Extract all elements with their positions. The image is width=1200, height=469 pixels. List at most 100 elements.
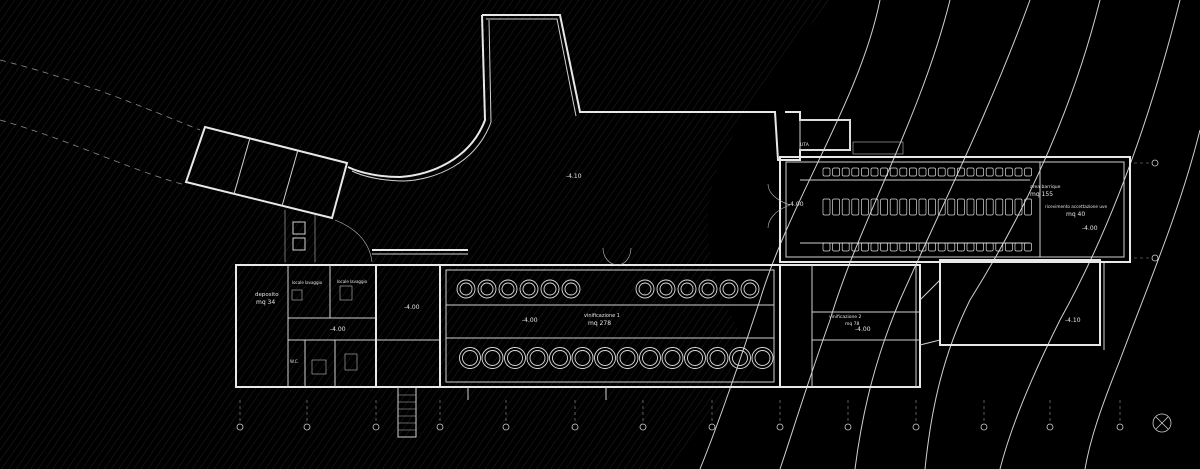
barrique-barrel — [870, 167, 879, 177]
room-uta: UTA — [800, 142, 810, 148]
barrique-barrel — [851, 242, 860, 252]
barrique-barrel — [832, 242, 840, 252]
barrique-barrel — [1014, 167, 1023, 177]
barrique-barrel — [966, 167, 975, 177]
level-vinif1: -4.00 — [522, 317, 538, 324]
room-wash1: locale lavaggio — [292, 280, 323, 285]
room-barrique-name: area barrique — [1030, 184, 1061, 190]
barrique-barrel — [851, 198, 860, 216]
room-vinif1-area: mq 278 — [588, 320, 611, 327]
vinification-2-block — [779, 264, 941, 388]
barrique-barrel — [985, 167, 994, 177]
tank — [526, 347, 549, 369]
barrique-barrel — [909, 167, 917, 177]
barrique-barrel — [947, 198, 956, 216]
level-lounge: -4.00 — [1082, 225, 1098, 232]
barrique-barrel — [899, 198, 908, 216]
barrique-barrel — [995, 167, 1004, 177]
grid-marker — [912, 400, 920, 431]
barrique-barrel — [947, 167, 956, 177]
barrique-barrel — [947, 242, 956, 252]
barrique-barrel — [880, 167, 888, 177]
tank — [706, 347, 729, 369]
barrique-barrel — [937, 242, 946, 252]
tank — [729, 347, 751, 369]
barrique-barrel — [957, 167, 965, 177]
barrique-barrel — [928, 167, 936, 177]
tank — [571, 347, 594, 369]
tank — [481, 347, 504, 369]
barrique-barrel — [1024, 198, 1032, 216]
barrique-barrel — [861, 167, 869, 177]
tank — [594, 347, 616, 369]
tank — [477, 279, 497, 299]
barrique-barrel — [985, 198, 994, 216]
tank — [639, 347, 661, 369]
tank — [540, 279, 560, 299]
tank — [656, 279, 676, 299]
barrique-barrel — [937, 198, 946, 216]
barrique-barrel — [1005, 242, 1013, 252]
right-court — [939, 259, 1101, 346]
tank — [459, 347, 481, 369]
terrain-dashed-line-2 — [0, 119, 186, 186]
barrique-barrel — [966, 198, 975, 216]
room-wash2: locale lavaggio — [337, 279, 368, 284]
tank-group — [456, 279, 774, 369]
level-right-court: -4.10 — [1065, 317, 1081, 324]
barrique-barrel — [1014, 242, 1023, 252]
tank — [719, 279, 739, 299]
barrique-barrel — [928, 242, 936, 252]
compass-icon — [1152, 413, 1172, 433]
tank — [677, 279, 697, 299]
barrique-barrel — [1005, 167, 1013, 177]
barrique-barrel — [832, 198, 840, 216]
barrique-barrel — [822, 198, 831, 216]
service-block — [235, 264, 377, 388]
tank — [684, 347, 706, 369]
barrique-barrel — [976, 198, 984, 216]
barrique-barrel — [832, 167, 840, 177]
barrique-barrel — [985, 242, 994, 252]
barrique-barrel — [822, 242, 831, 252]
barrique-hall — [767, 119, 1131, 263]
barrique-barrel — [918, 242, 927, 252]
grid-marker — [1134, 254, 1159, 262]
barrique-barrel — [976, 242, 984, 252]
tank — [504, 347, 526, 369]
room-vinif2-area: mq 78 — [845, 321, 860, 327]
grid-marker — [372, 400, 380, 431]
barrique-barrel — [1005, 198, 1013, 216]
room-deposit-name: deposito — [255, 292, 279, 298]
barrique-barrel — [880, 198, 888, 216]
barrique-barrel — [995, 198, 1004, 216]
tank — [661, 347, 684, 369]
barrique-barrel — [928, 198, 936, 216]
barrique-barrel — [870, 242, 879, 252]
grid-marker — [708, 400, 716, 431]
tank — [635, 279, 655, 299]
grid-marker — [1116, 400, 1124, 431]
barrique-barrel — [889, 198, 898, 216]
level-main: -4.10 — [566, 173, 582, 180]
structural-grid — [236, 159, 1159, 431]
contour-lines — [699, 0, 1200, 469]
room-vinif1-name: vinificazione 1 — [584, 313, 620, 319]
barrique-barrel — [1024, 167, 1032, 177]
grid-marker — [1046, 400, 1054, 431]
terrain-dashed-line — [0, 59, 201, 131]
grid-marker — [236, 400, 244, 431]
barrique-barrel — [880, 242, 888, 252]
barrique-barrel — [899, 167, 908, 177]
room-lounge-area: mq 40 — [1066, 211, 1085, 218]
tank — [498, 279, 518, 299]
tank — [740, 279, 760, 299]
room-wc: W.C. — [290, 359, 299, 364]
tank — [519, 279, 539, 299]
tank — [549, 347, 571, 369]
barrique-barrel — [937, 167, 946, 177]
grid-marker — [571, 400, 579, 431]
room-vinif2-name: vinificazione 2 — [829, 314, 861, 320]
barrique-barrel — [909, 198, 917, 216]
